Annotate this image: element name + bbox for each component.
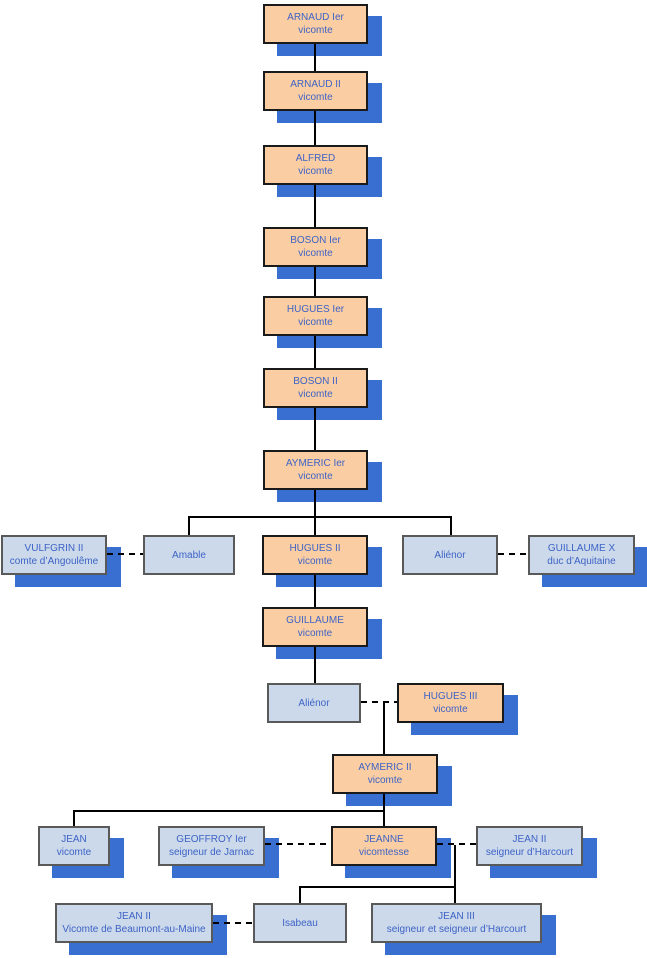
connector-alfred-boson1 (314, 185, 316, 227)
connector-children-rail-aymeric1 (188, 516, 452, 518)
node-jean-ii-harcourt[interactable]: JEAN II seigneur d’Harcourt (476, 826, 583, 866)
node-jean[interactable]: JEAN vicomte (38, 826, 110, 866)
node-title: comte d’Angoulême (9, 556, 99, 567)
node-name: JEANNE (364, 834, 404, 845)
node-guillaume-x[interactable]: GUILLAUME X duc d’Aquitaine (528, 535, 635, 575)
node-title: vicomte (298, 92, 333, 103)
node-name: Amable (172, 549, 206, 561)
node-name: GUILLAUME X (547, 543, 616, 554)
connector-arnaud1-arnaud2 (314, 44, 316, 71)
node-arnaud-ier[interactable]: ARNAUD Ier vicomte (263, 4, 368, 44)
node-boson-ii[interactable]: BOSON II vicomte (263, 368, 368, 408)
connector-elbow-isabeau-drop (299, 886, 301, 903)
node-name: BOSON II (293, 376, 338, 387)
node-name: AYMERIC II (358, 762, 412, 773)
node-title: vicomtesse (358, 847, 409, 858)
node-geoffroy-ier[interactable]: GEOFFROY Ier seigneur de Jarnac (158, 826, 265, 866)
node-title: vicomte (56, 847, 92, 858)
connector-couple-jean3 (454, 845, 456, 903)
marriage-vulfgrin-amable (107, 553, 143, 555)
node-name: AYMERIC Ier (285, 458, 346, 469)
node-title: seigneur de Jarnac (168, 847, 255, 858)
node-name: Isabeau (282, 917, 318, 929)
node-name: BOSON Ier (290, 235, 341, 246)
node-title: duc d’Aquitaine (547, 556, 616, 567)
marriage-geoffroy-jeanne (265, 843, 331, 845)
node-name: GEOFFROY Ier (176, 834, 247, 845)
node-jeanne[interactable]: JEANNE vicomtesse (331, 826, 437, 866)
connector-aymeric1-hugues2 (314, 490, 316, 535)
connector-rail-alienor1 (450, 516, 452, 535)
node-name: HUGUES Ier (286, 304, 345, 315)
connector-hugues2-guillaume (314, 575, 316, 607)
node-aymeric-ier[interactable]: AYMERIC Ier vicomte (263, 450, 368, 490)
connector-elbow-isabeau (299, 886, 456, 888)
node-title: Vicomte de Beaumont-au-Maine (62, 924, 206, 935)
connector-arnaud2-alfred (314, 111, 316, 145)
node-jean-iii[interactable]: JEAN III seigneur et seigneur d’Harcourt (371, 903, 542, 943)
node-aymeric-ii[interactable]: AYMERIC II vicomte (332, 754, 438, 794)
connector-couple-aymeric2 (383, 702, 385, 754)
node-title: vicomte (433, 704, 468, 715)
node-title: seigneur et seigneur d’Harcourt (386, 924, 527, 935)
node-title: vicomte (297, 628, 333, 639)
node-name: JEAN (61, 834, 87, 845)
node-name: ARNAUD II (290, 79, 341, 90)
node-title: vicomte (367, 775, 403, 786)
connector-boson2-aymeric1 (314, 408, 316, 450)
node-title: vicomte (298, 317, 333, 328)
node-alfred[interactable]: ALFRED vicomte (263, 145, 368, 185)
node-hugues-ii[interactable]: HUGUES II vicomte (262, 535, 368, 575)
node-arnaud-ii[interactable]: ARNAUD II vicomte (263, 71, 368, 111)
connector-rail-jean (73, 810, 75, 826)
node-name: Aliénor (434, 549, 466, 561)
node-title: vicomte (298, 389, 333, 400)
node-name: Aliénor (298, 697, 330, 709)
node-isabeau[interactable]: Isabeau (253, 903, 347, 943)
node-title: vicomte (298, 166, 333, 177)
connector-boson1-hugues1 (314, 267, 316, 296)
node-amable[interactable]: Amable (143, 535, 235, 575)
node-hugues-iii[interactable]: HUGUES III vicomte (397, 683, 504, 723)
node-alienor-2[interactable]: Aliénor (267, 683, 361, 723)
node-name: ALFRED (295, 153, 336, 164)
connector-guillaume-alienor2 (314, 647, 316, 683)
node-boson-ier[interactable]: BOSON Ier vicomte (263, 227, 368, 267)
node-guillaume[interactable]: GUILLAUME vicomte (262, 607, 368, 647)
node-name: VULFGRIN II (24, 543, 84, 554)
node-title: vicomte (298, 248, 333, 259)
node-name: JEAN II (512, 834, 547, 845)
node-name: HUGUES II (289, 543, 341, 554)
node-name: GUILLAUME (286, 615, 344, 626)
node-alienor-1[interactable]: Aliénor (402, 535, 498, 575)
connector-children-rail-aymeric2 (73, 810, 385, 812)
connector-rail-amable (188, 516, 190, 535)
node-name: JEAN III (438, 911, 475, 922)
node-vulfgrin-ii[interactable]: VULFGRIN II comte d’Angoulême (1, 535, 107, 575)
marriage-jeanne-jean2h (437, 843, 476, 845)
marriage-alienor2-hugues3 (361, 701, 397, 703)
node-title: vicomte (297, 556, 333, 567)
connector-hugues1-boson2 (314, 336, 316, 368)
node-title: vicomte (298, 471, 333, 482)
marriage-alienor1-guillaumex (498, 553, 528, 555)
node-jean-ii-beaumont[interactable]: JEAN II Vicomte de Beaumont-au-Maine (55, 903, 213, 943)
marriage-jean2b-isabeau (213, 922, 253, 924)
node-name: ARNAUD Ier (287, 12, 344, 23)
node-title: vicomte (298, 25, 333, 36)
node-name: HUGUES III (423, 691, 478, 702)
node-name: JEAN II (117, 911, 151, 922)
node-hugues-ier[interactable]: HUGUES Ier vicomte (263, 296, 368, 336)
node-title: seigneur d’Harcourt (485, 847, 574, 858)
